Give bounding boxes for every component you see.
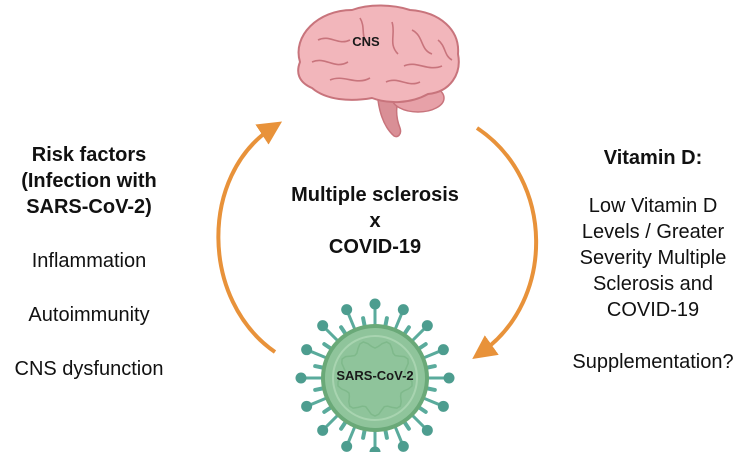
virus-spike-tip xyxy=(443,372,455,384)
vitamin-d-body-line3: Severity Multiple xyxy=(579,247,727,269)
virus-spike-tip xyxy=(301,400,313,412)
center-title: Multiple sclerosis x COVID-19 xyxy=(265,182,485,260)
virus-spike-tip xyxy=(397,304,409,316)
center-title-line1: Multiple sclerosis xyxy=(291,184,459,206)
supplementation-question: Supplementation? xyxy=(572,351,734,373)
virus-spike-tip xyxy=(341,304,353,316)
virus-spike-tip xyxy=(301,344,313,356)
vitamin-d-title: Vitamin D: xyxy=(603,147,703,169)
virus-spike-tip xyxy=(437,400,449,412)
virus-spike-tip xyxy=(437,344,449,356)
virus-label: SARS-CoV-2 xyxy=(336,368,414,383)
brain-label: CNS xyxy=(352,34,380,49)
risk-item-autoimmunity: Autoimmunity xyxy=(28,304,150,326)
virus-spike-tip xyxy=(369,298,381,310)
risk-factors-title-line2: (Infection with xyxy=(21,170,157,192)
virus-spike-tip xyxy=(369,446,381,452)
vitamin-d-body-line4: Sclerosis and xyxy=(592,273,714,295)
risk-item-cns-dysfunction: CNS dysfunction xyxy=(14,358,164,380)
risk-factors-title-line3: SARS-CoV-2) xyxy=(26,196,152,218)
virus-spike-tip xyxy=(397,440,409,452)
risk-factors-title-line1: Risk factors xyxy=(31,144,147,166)
virus-icon xyxy=(295,298,455,452)
virus-rna xyxy=(337,341,413,417)
risk-item-inflammation: Inflammation xyxy=(31,250,147,272)
virus-spike-tip xyxy=(317,424,329,436)
risk-factors-title: Risk factors (Infection with SARS-CoV-2) xyxy=(0,142,178,220)
vitamin-d-body: Low Vitamin D Levels / Greater Severity … xyxy=(556,193,750,323)
virus-inner-ring xyxy=(332,335,418,421)
vitamin-d-body-line5: COVID-19 xyxy=(606,299,700,321)
virus-spike-tip xyxy=(341,440,353,452)
virus-spike-tip xyxy=(317,320,329,332)
virus-spike-tip xyxy=(295,372,307,384)
vitamin-d-panel: Vitamin D: Low Vitamin D Levels / Greate… xyxy=(556,145,750,375)
virus-spike-tip xyxy=(421,320,433,332)
center-title-line3: COVID-19 xyxy=(328,236,422,258)
virus-spike-tip xyxy=(421,424,433,436)
brain-icon xyxy=(297,4,460,138)
left-cycle-arrow xyxy=(216,121,283,354)
vitamin-d-body-line1: Low Vitamin D xyxy=(588,195,718,217)
right-cycle-arrow xyxy=(472,126,539,359)
center-title-line2: x xyxy=(369,210,381,232)
risk-factors-panel: Risk factors (Infection with SARS-CoV-2)… xyxy=(0,142,178,382)
vitamin-d-body-line2: Levels / Greater xyxy=(581,221,725,243)
